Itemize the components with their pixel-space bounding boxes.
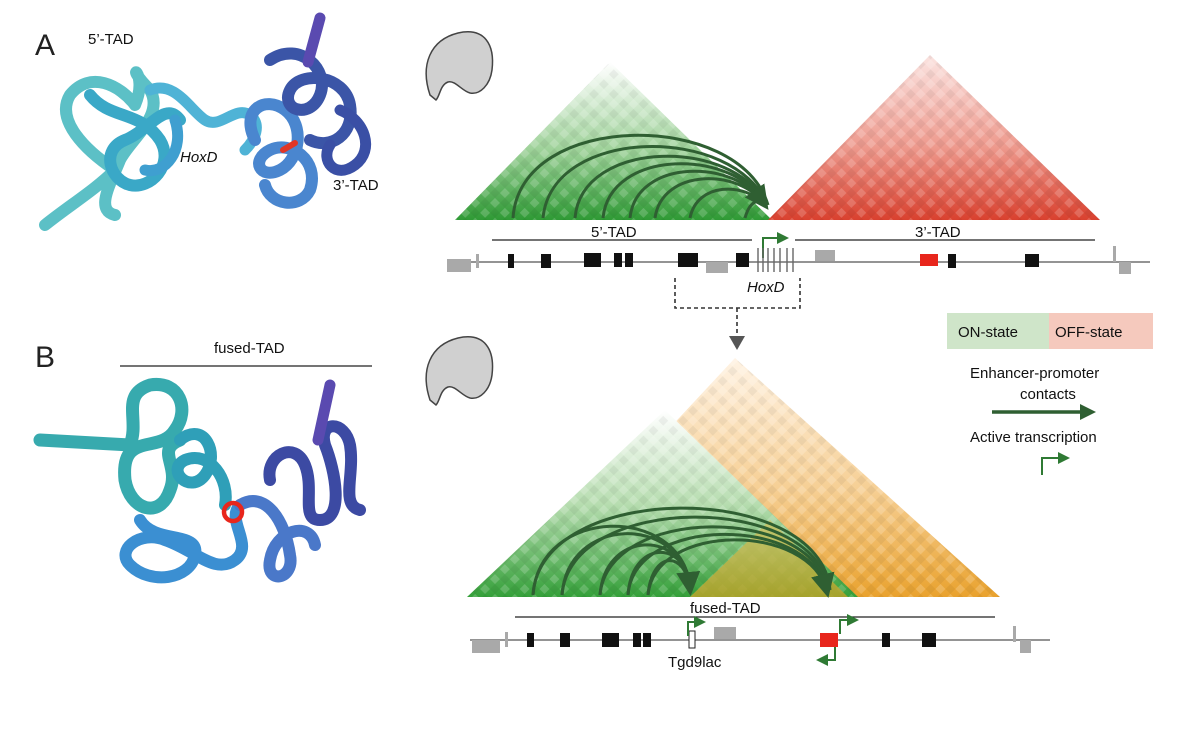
panel-b-reverse-promoter-arrow	[816, 647, 836, 666]
legend-transcription-label: Active transcription	[970, 429, 1097, 446]
panel-a-hic-map	[455, 55, 1100, 220]
panel-b-letter: B	[35, 341, 55, 374]
legend: ON-state OFF-state Enhancer-promoter con…	[947, 313, 1153, 475]
panel-b-chromatin-model	[33, 378, 366, 584]
limb-bud-icon-a	[425, 31, 494, 102]
legend-on-label: ON-state	[958, 324, 1018, 341]
panel-b-genome-track	[470, 626, 1050, 653]
legend-contacts-line2: contacts	[1020, 386, 1076, 403]
legend-on-swatch	[947, 313, 1049, 349]
legend-off-label: OFF-state	[1055, 324, 1123, 341]
tgd9lac-label: Tgd9lac	[668, 654, 722, 671]
legend-transcription-arrow	[1041, 452, 1070, 475]
down-arrow-icon	[729, 336, 745, 350]
panel-a-hoxd-label: HoxD	[180, 149, 218, 166]
tgd9lac-promoter-arrow	[687, 616, 706, 636]
tgd9lac-insertion	[688, 630, 696, 649]
panel-b-fused-tad-label: fused-TAD	[214, 340, 285, 357]
panel-b-track-fused-label: fused-TAD	[690, 600, 761, 617]
panel-a-letter: A	[35, 29, 55, 62]
panel-b-red-element	[820, 633, 838, 647]
limb-bud-icon-b	[425, 336, 494, 407]
panel-a-contact-arcs	[511, 133, 770, 219]
panel-a-track-5tad-label: 5’-TAD	[591, 224, 637, 241]
panel-a-genome-track	[447, 246, 1150, 274]
panel-b-forward-promoter-arrow	[839, 614, 859, 634]
panel-a-track-hoxd-label: HoxD	[747, 279, 785, 296]
legend-contact-arrowhead	[1080, 404, 1096, 420]
panel-a-chromatin-model	[39, 12, 372, 231]
panel-a-3tad-label: 3’-TAD	[333, 177, 379, 194]
hoxd-region-dashed-connector	[674, 278, 801, 335]
legend-contacts-line1: Enhancer-promoter	[970, 365, 1099, 382]
panel-a-track-3tad-label: 3’-TAD	[915, 224, 961, 241]
panel-a-red-element	[920, 254, 938, 266]
legend-off-swatch	[1049, 313, 1153, 349]
panel-b-hic-map	[467, 358, 1000, 597]
panel-b-contact-arcs	[531, 506, 835, 598]
panel-a-5tad-label: 5’-TAD	[88, 31, 134, 48]
panel-b-overlap-region	[690, 520, 848, 597]
